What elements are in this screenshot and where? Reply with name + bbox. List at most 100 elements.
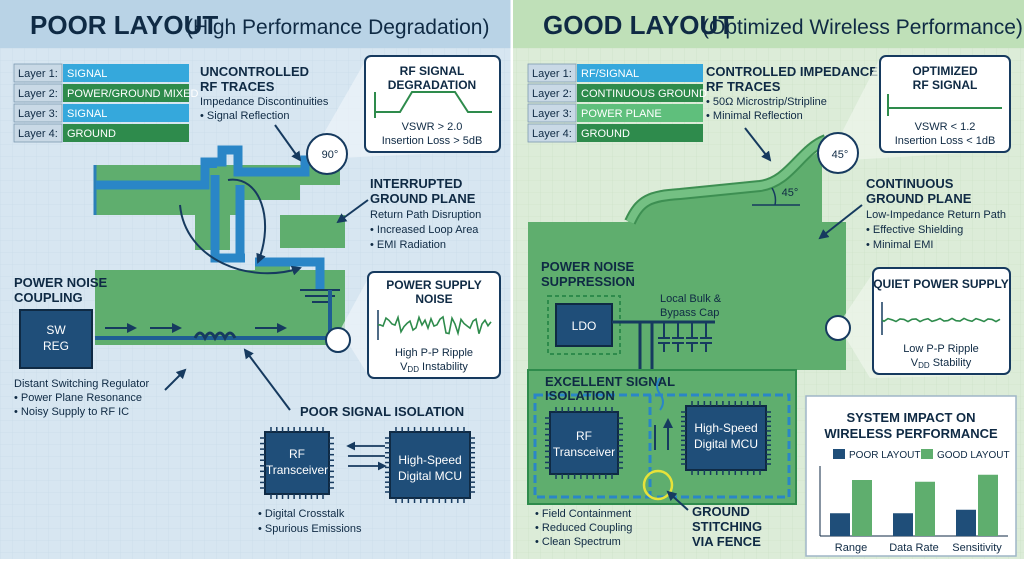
callout-arrow	[274, 124, 302, 162]
ground-title: GROUND PLANE	[370, 191, 476, 206]
ground-desc: Return Path Disruption	[370, 209, 481, 221]
qps-title: QUIET POWER SUPPLY	[873, 277, 1009, 291]
good-isolation-title: ISOLATION	[545, 388, 615, 403]
good-rf-trace	[626, 136, 828, 224]
ground-bullet: • EMI Radiation	[370, 239, 446, 251]
poor-layer-value: SIGNAL	[67, 68, 107, 80]
suppression-title: SUPPRESSION	[541, 274, 635, 289]
ldo-label: LDO	[572, 319, 597, 333]
poor-header-bar	[0, 0, 512, 48]
interrupted-ground-callout: INTERRUPTED GROUND PLANE Return Path Dis…	[336, 176, 481, 251]
system-impact-chart: SYSTEM IMPACT ON WIRELESS PERFORMANCE PO…	[805, 395, 1017, 557]
poor-layer-label-bg	[13, 83, 63, 103]
ps-box-title: NOISE	[415, 292, 452, 306]
poor-mcu-chip	[385, 427, 475, 503]
sw-reg-block	[19, 309, 93, 369]
rf-degradation-frame	[364, 55, 501, 153]
good-header-bar	[513, 0, 1024, 48]
good-callout-arrow	[744, 127, 772, 162]
poor-ps-circle	[325, 327, 351, 353]
poor-angle-circle	[306, 133, 348, 175]
ps-box-title: POWER SUPPLY	[386, 278, 482, 292]
good-callout-title: CONTROLLED IMPEDANCE	[706, 64, 878, 79]
good-ground-title: GROUND PLANE	[866, 191, 972, 206]
poor-iso-bullet: • Digital Crosstalk	[258, 508, 345, 520]
good-layer-label: Layer 4:	[532, 128, 572, 140]
good-iso-bullet: • Field Containment	[535, 508, 631, 520]
good-iso-bullet: • Clean Spectrum	[535, 536, 621, 548]
bar-poor-layout-range	[830, 513, 850, 536]
good-rf-transceiver-chip	[545, 407, 623, 479]
poor-layer-value: GROUND	[67, 128, 116, 140]
good-layer-bar	[577, 84, 703, 102]
qps-frame	[872, 267, 1011, 375]
via-fence-outer	[533, 393, 791, 499]
good-layer-label: Layer 1:	[532, 68, 572, 80]
poor-layer-bar	[63, 104, 189, 122]
stitching-label: GROUND	[692, 504, 750, 519]
poor-rf-stub	[205, 158, 217, 168]
legend-swatch-good	[921, 449, 933, 459]
poor-rf-trace-low	[255, 257, 325, 290]
bar-good-layout-range	[852, 480, 872, 536]
good-layout-panel: GOOD LAYOUT (Optimized Wireless Performa…	[513, 0, 1024, 559]
good-angle-label: 45°	[832, 149, 849, 161]
opt-rf-title: OPTIMIZED	[912, 64, 978, 78]
good-iso-bullet: • Reduced Coupling	[535, 522, 632, 534]
poor-layer-label: Layer 4:	[18, 128, 58, 140]
opt-rf-line: Insertion Loss < 1dB	[895, 135, 996, 147]
qps-line: Low P-P Ripple	[903, 343, 979, 355]
distant-bullet: • Noisy Supply to RF IC	[14, 406, 129, 418]
angle-marker	[752, 187, 800, 206]
crosstalk-arrows	[348, 446, 385, 466]
good-layer-label-bg	[527, 63, 577, 83]
legend-label-poor: POOR LAYOUT	[849, 450, 921, 461]
stitching-arrow	[666, 490, 689, 511]
good-ground-arrow	[818, 204, 863, 240]
bar-good-layout-data-rate	[915, 481, 935, 536]
poor-layer-label: Layer 1:	[18, 68, 58, 80]
opt-rf-frame	[879, 55, 1011, 153]
field-wave-icon	[656, 377, 664, 411]
opt-rf-line: VSWR < 1.2	[915, 121, 976, 133]
qps-vdd: VDD Stability	[911, 357, 972, 370]
rf-box-line: Insertion Loss > 5dB	[382, 135, 483, 147]
good-rf-chip-label: RF	[576, 429, 592, 443]
poor-isolation-group: POOR SIGNAL ISOLATION RF Transceiver Hig…	[243, 348, 475, 535]
poor-title: POOR LAYOUT	[30, 10, 218, 40]
poor-subtitle: (High Performance Degradation)	[186, 16, 489, 39]
good-rf-chip-body	[549, 411, 619, 475]
rf-degradation-box: RF SIGNAL DEGRADATION VSWR > 2.0 Inserti…	[364, 55, 501, 153]
poor-pcb-right-block	[280, 215, 345, 248]
good-mcu-chip-body	[685, 405, 767, 471]
optimized-flat-curve	[887, 94, 1002, 116]
bar-good-layout-sensitivity	[978, 474, 998, 536]
power-noise-title: POWER NOISE	[14, 275, 108, 290]
good-isolation-group: EXCELLENT SIGNAL ISOLATION RF Transceive…	[527, 369, 797, 549]
uncontrolled-rf-traces-callout: UNCONTROLLED RF TRACES Impedance Discont…	[200, 64, 329, 162]
ps-box-vdd: VDD Instability	[400, 361, 468, 374]
good-layer-bar	[577, 124, 703, 142]
legend-swatch-poor	[833, 449, 845, 459]
poor-layer-bar	[63, 124, 189, 142]
good-ps-circle	[825, 315, 851, 341]
poor-iso-bullet: • Spurious Emissions	[258, 523, 362, 535]
via-highlight-circle	[642, 469, 674, 501]
rf-box-line: VSWR > 2.0	[402, 121, 463, 133]
continuous-ground-callout: CONTINUOUS GROUND PLANE Low-Impedance Re…	[818, 176, 1006, 251]
loop-arrow-1	[227, 178, 266, 264]
sw-reg-label-2: REG	[43, 339, 69, 353]
good-angle-label-2: 45°	[782, 187, 799, 199]
stitching-label: VIA FENCE	[692, 534, 761, 549]
poor-layer-bar	[63, 64, 189, 82]
poor-rf-chip-body	[264, 431, 330, 495]
x-tick-label: Data Rate	[889, 542, 939, 554]
distant-bullet: • Power Plane Resonance	[14, 392, 142, 404]
good-mcu-chip-label: High-Speed	[694, 421, 757, 435]
callout-title: UNCONTROLLED	[200, 64, 309, 79]
poor-rf-transceiver-chip	[260, 427, 334, 499]
callout-desc: Impedance Discontinuities	[200, 96, 329, 108]
